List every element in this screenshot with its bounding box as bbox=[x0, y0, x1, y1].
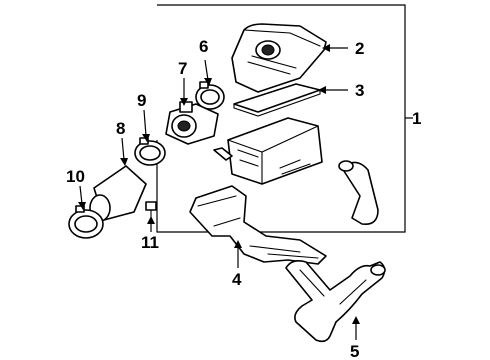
callout-6: 6 bbox=[199, 37, 208, 56]
air-cleaner-cover bbox=[231, 23, 327, 93]
accordion-hose bbox=[89, 165, 147, 222]
hose-clamp-lower bbox=[68, 205, 104, 239]
callout-10: 10 bbox=[66, 167, 85, 186]
hose-clamp-upper bbox=[195, 81, 225, 110]
callout-7: 7 bbox=[178, 59, 187, 78]
air-filter-element bbox=[233, 83, 321, 117]
air-cleaner-housing bbox=[213, 117, 323, 185]
leader-lines bbox=[78, 44, 360, 340]
callout-9: 9 bbox=[137, 91, 146, 110]
hose-clamp-middle bbox=[134, 137, 166, 166]
callout-11: 11 bbox=[141, 233, 159, 252]
callout-labels: 1 2 3 4 5 6 7 8 9 10 11 bbox=[66, 37, 421, 360]
inlet-elbow bbox=[338, 160, 379, 226]
intake-duct bbox=[285, 260, 386, 343]
callout-1: 1 bbox=[412, 109, 421, 128]
callout-3: 3 bbox=[355, 81, 364, 100]
callout-2: 2 bbox=[355, 39, 364, 58]
mass-air-flow-sensor bbox=[165, 101, 219, 145]
callout-5: 5 bbox=[350, 342, 359, 360]
callout-4: 4 bbox=[232, 270, 242, 289]
resonator-bracket bbox=[189, 185, 327, 265]
callout-8: 8 bbox=[116, 119, 125, 138]
assembly-bracket bbox=[156, 4, 413, 233]
